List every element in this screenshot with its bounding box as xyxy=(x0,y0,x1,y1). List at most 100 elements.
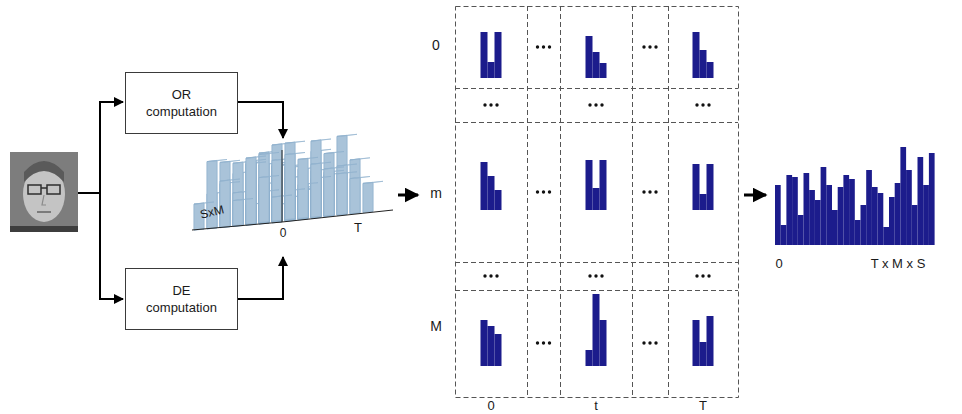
histogram-bar-3d xyxy=(337,172,357,215)
histogram-bar-3d xyxy=(324,167,344,216)
bar-top-face xyxy=(233,199,253,201)
histogram-bar xyxy=(929,153,935,245)
glasses-lens xyxy=(47,185,60,194)
histogram-bar xyxy=(600,63,607,78)
histogram-bar-3d xyxy=(350,158,370,214)
histogram-bar-3d xyxy=(337,164,357,215)
glasses-lens xyxy=(28,185,41,194)
bar-front-face xyxy=(285,153,295,219)
histogram-bar xyxy=(889,197,895,245)
histogram-bar xyxy=(586,160,593,210)
bar-side-face xyxy=(350,159,360,214)
ellipsis-dot xyxy=(600,103,603,106)
histogram-bar xyxy=(866,170,872,245)
bar-top-face xyxy=(220,179,240,181)
histogram-bar xyxy=(593,188,600,210)
bar-front-face xyxy=(337,135,347,215)
bar-top-face xyxy=(350,158,370,160)
bar-top-face xyxy=(285,141,305,143)
bar-side-face xyxy=(272,196,282,221)
bar-side-face xyxy=(259,177,269,223)
histogram-bar xyxy=(593,52,600,78)
bar-side-face xyxy=(272,144,282,222)
flow-line xyxy=(99,102,101,299)
histogram-bar-3d xyxy=(259,176,279,223)
axis-label: 0 xyxy=(487,399,494,412)
bar-top-face xyxy=(324,167,344,169)
bar-front-face xyxy=(233,162,243,226)
ellipsis-dot xyxy=(483,103,486,106)
histogram-bar xyxy=(495,32,502,78)
bar-top-face xyxy=(220,160,240,162)
bar-side-face xyxy=(298,159,308,219)
histogram-bar xyxy=(693,32,700,78)
bar-front-face xyxy=(350,159,360,214)
histogram-bar xyxy=(832,210,838,245)
histogram-bar xyxy=(849,179,855,245)
ellipsis xyxy=(642,190,657,193)
histogram-bar-3d xyxy=(311,162,331,217)
bar-top-face xyxy=(311,162,331,164)
cell-histogram xyxy=(481,32,502,78)
histogram-bar xyxy=(495,334,502,366)
axis-line xyxy=(192,222,282,230)
process-box: DE computation xyxy=(125,268,238,330)
histogram-bar xyxy=(872,187,878,245)
bar-top-face xyxy=(259,176,279,178)
bar-side-face xyxy=(233,162,243,226)
histogram-bar-3d xyxy=(298,157,318,218)
ellipsis-dot xyxy=(588,103,591,106)
histogram-bar xyxy=(855,220,861,245)
histogram-bar xyxy=(700,194,707,210)
histogram-bar xyxy=(586,350,593,366)
histogram-bar xyxy=(707,164,714,210)
bar-front-face xyxy=(350,177,360,213)
bar-side-face xyxy=(337,136,347,216)
flow-arrow xyxy=(398,194,418,197)
ellipsis-dot xyxy=(495,274,498,277)
ellipsis-dot xyxy=(495,103,498,106)
ellipsis-dot xyxy=(588,274,591,277)
ellipsis-dot xyxy=(548,45,551,48)
histogram-bar xyxy=(918,157,924,245)
bar-front-face xyxy=(220,161,230,227)
bar-top-face xyxy=(207,160,227,162)
histogram-bar xyxy=(481,32,488,78)
concatenated-histogram xyxy=(775,147,935,245)
histogram-bar xyxy=(600,320,607,366)
cell-histogram xyxy=(693,316,714,366)
histogram-bar xyxy=(693,320,700,366)
ellipsis-dot xyxy=(594,274,597,277)
histogram-bar xyxy=(495,190,502,210)
cell-histogram xyxy=(481,320,502,366)
bar-top-face xyxy=(324,152,344,154)
histogram-bar-3d xyxy=(285,153,305,220)
flow-arrow xyxy=(238,102,283,138)
ellipsis-dot xyxy=(536,190,539,193)
ellipsis-dot xyxy=(642,45,645,48)
box-label: OR computation xyxy=(140,86,224,120)
ellipsis xyxy=(695,103,710,106)
ellipsis-dot xyxy=(648,45,651,48)
ellipsis xyxy=(642,45,657,48)
histogram-bar xyxy=(815,200,821,245)
photo-background xyxy=(10,152,78,232)
histogram-bar xyxy=(912,205,918,245)
box-label: DE computation xyxy=(140,282,224,316)
histogram-bar xyxy=(481,320,488,366)
ellipsis-dot xyxy=(594,103,597,106)
flow-arrow xyxy=(99,298,123,300)
ellipsis xyxy=(642,341,657,344)
axis-label: 0 xyxy=(775,257,782,270)
histogram-bar xyxy=(693,164,700,210)
bar-front-face xyxy=(233,192,243,226)
histogram-bar xyxy=(883,227,889,245)
bar-side-face xyxy=(311,163,321,217)
ellipsis-dot xyxy=(536,341,539,344)
histogram-bar xyxy=(593,294,600,366)
histogram-bar xyxy=(700,50,707,78)
axis-label: 0 xyxy=(280,227,287,239)
bar-top-face xyxy=(350,177,370,179)
histogram-bar xyxy=(809,190,815,245)
